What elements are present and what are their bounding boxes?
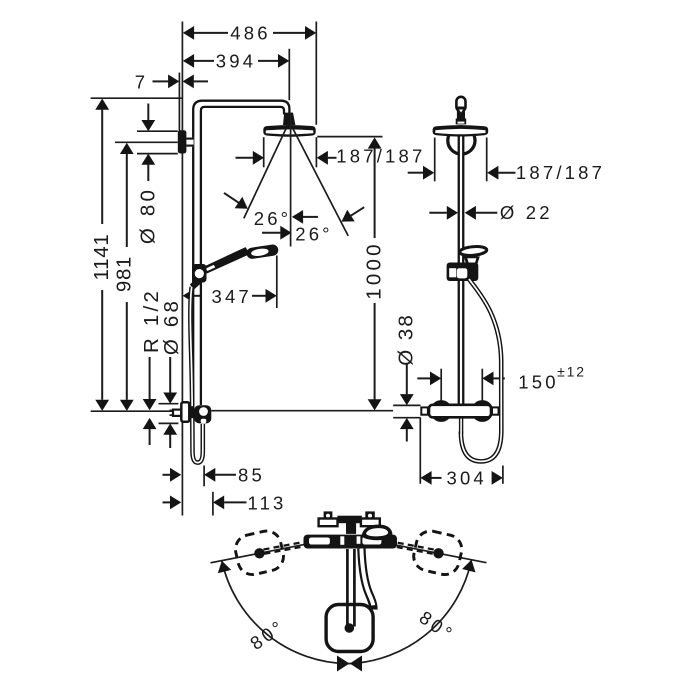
svg-text:1141: 1141 <box>90 234 113 281</box>
svg-text:1000: 1000 <box>363 241 386 299</box>
svg-text:394: 394 <box>216 51 256 72</box>
svg-text:150: 150 <box>518 371 558 392</box>
svg-text:187/187: 187/187 <box>516 162 605 183</box>
svg-text:Ø 38: Ø 38 <box>395 313 418 365</box>
svg-text:±12: ±12 <box>557 363 586 379</box>
svg-text:347: 347 <box>211 286 251 307</box>
svg-text:Ø 68: Ø 68 <box>160 298 183 355</box>
svg-text:26°: 26° <box>254 208 292 229</box>
svg-text:7: 7 <box>135 71 149 92</box>
svg-text:187/187: 187/187 <box>336 146 425 167</box>
svg-text:R 1/2: R 1/2 <box>140 288 163 353</box>
svg-text:Ø 22: Ø 22 <box>500 202 553 223</box>
svg-text:Ø 80: Ø 80 <box>136 187 159 244</box>
svg-text:981: 981 <box>113 256 136 292</box>
svg-text:26°: 26° <box>295 223 333 244</box>
svg-text:113: 113 <box>247 492 286 513</box>
svg-text:304: 304 <box>446 468 486 489</box>
svg-text:486: 486 <box>230 23 270 44</box>
svg-text:85: 85 <box>238 464 265 485</box>
